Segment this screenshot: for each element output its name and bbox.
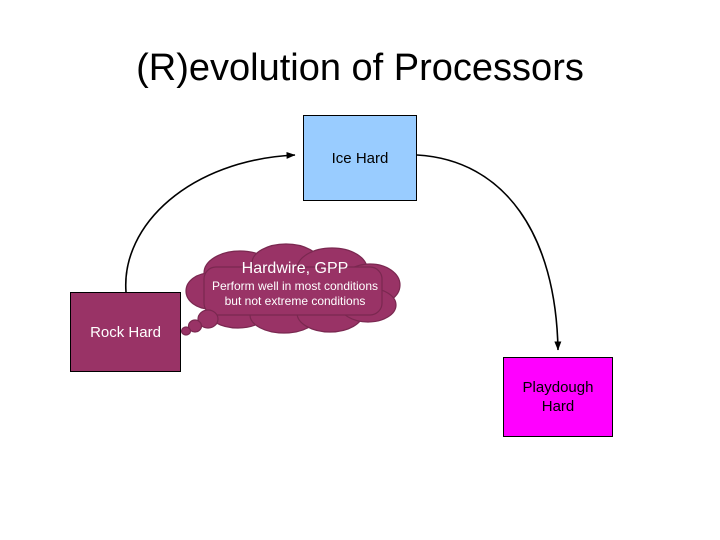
page-title: (R)evolution of Processors <box>136 47 584 89</box>
node-ice-hard-label: Ice Hard <box>331 149 389 167</box>
node-playdough-hard-label: Playdough Hard <box>523 378 594 416</box>
cloud-callout-line-2: but not extreme conditions <box>224 294 366 308</box>
node-playdough-hard-label-line1: Playdough <box>522 379 594 396</box>
cloud-callout-line-1: Perform well in most conditions <box>211 279 379 293</box>
cloud-callout-hardwire-gpp[interactable]: Hardwire, GPP Perform well in most condi… <box>180 243 410 338</box>
node-rock-hard-label: Rock Hard <box>90 323 161 341</box>
node-playdough-hard[interactable]: Playdough Hard <box>503 357 613 437</box>
node-ice-hard[interactable]: Ice Hard <box>303 115 417 201</box>
cloud-callout-heading: Hardwire, GPP <box>241 260 349 277</box>
node-rock-hard[interactable]: Rock Hard <box>70 292 181 372</box>
connector-ice-to-playdough <box>416 154 562 351</box>
node-playdough-hard-label-line2: Hard <box>541 398 575 415</box>
cloud-callout-text: Hardwire, GPP Perform well in most condi… <box>192 259 398 309</box>
cloud-shape <box>180 243 401 336</box>
